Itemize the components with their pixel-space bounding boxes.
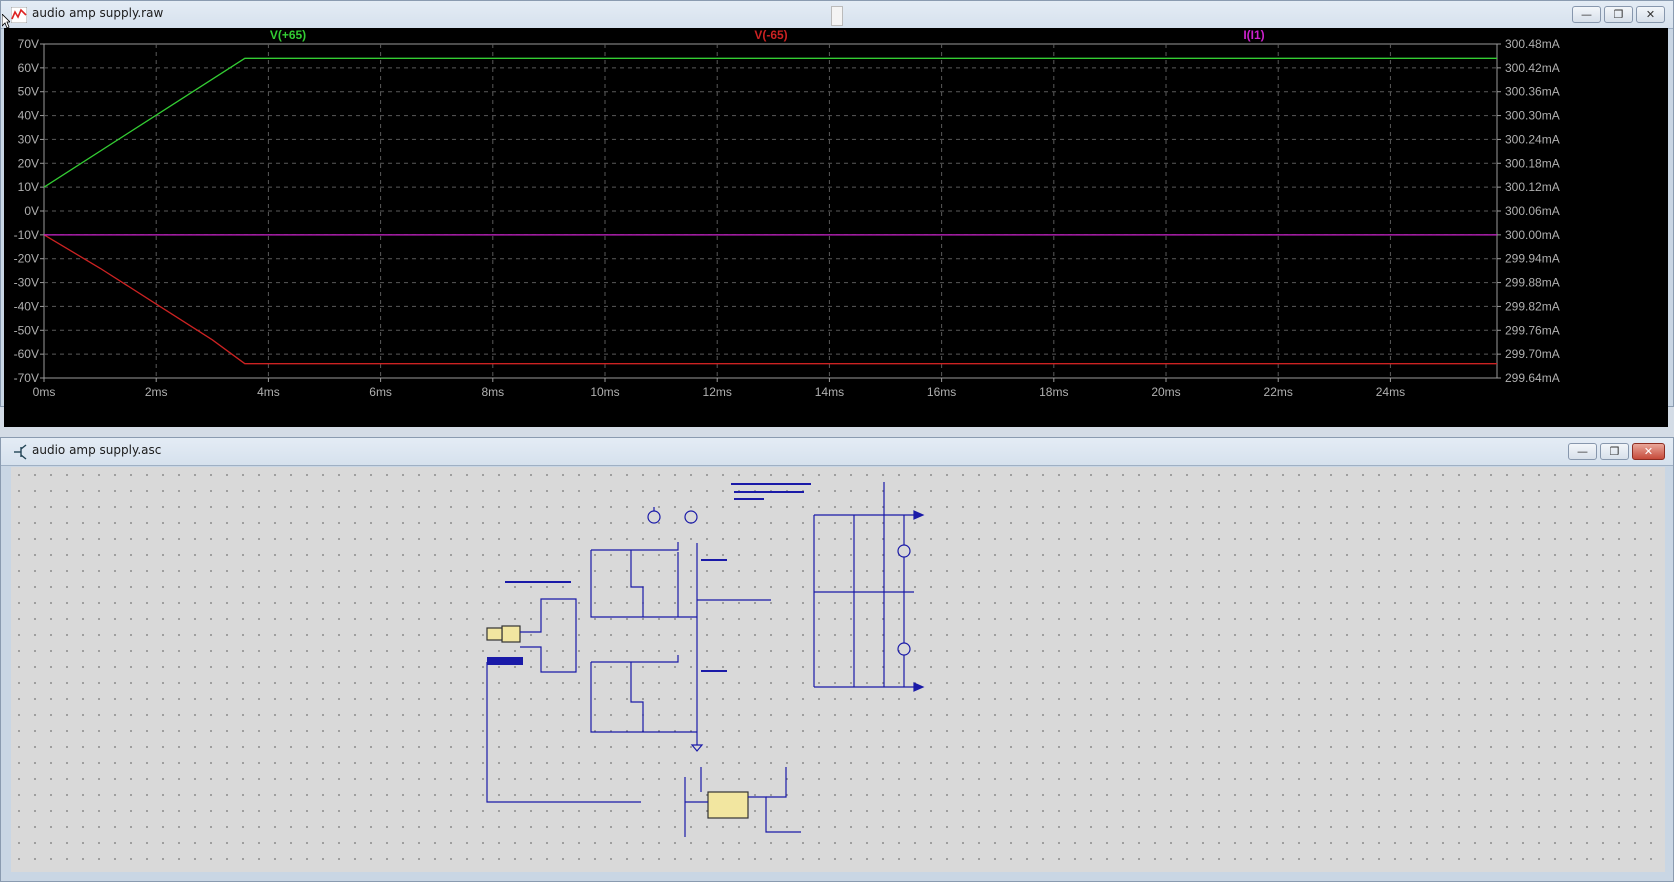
schematic-app-icon (14, 444, 27, 460)
y2-axis-tick-label: 299.76mA (1505, 323, 1560, 337)
y2-axis-tick-label: 300.12mA (1505, 180, 1560, 194)
y2-axis-tick-label: 299.94mA (1505, 252, 1560, 266)
y2-axis-tick-label: 300.18mA (1505, 156, 1560, 170)
y2-axis-tick-label: 299.70mA (1505, 347, 1560, 361)
y-axis-tick-label: -50V (14, 323, 39, 337)
x-axis-tick-label: 20ms (1151, 385, 1180, 399)
mouse-cursor-icon (2, 14, 10, 28)
schematic-net-tag[interactable] (487, 657, 523, 665)
schematic-canvas[interactable] (11, 467, 1665, 872)
restore-icon: ❐ (1613, 8, 1624, 21)
schematic-close-button[interactable]: ✕ (1632, 443, 1665, 460)
trace-label[interactable]: I(I1) (1243, 28, 1264, 42)
schematic-window: audio amp supply.asc — ❐ ✕ (0, 437, 1674, 882)
y2-axis-tick-label: 300.24mA (1505, 132, 1560, 146)
y-axis-tick-label: 20V (18, 156, 39, 170)
schematic-drawing[interactable] (11, 467, 1665, 872)
y-axis-tick-label: -70V (14, 371, 39, 385)
series-line-v-65[interactable] (43, 57, 1497, 188)
waveform-window: audio amp supply.raw — ❐ ✕ 70V 300.48mA 60… (0, 0, 1674, 427)
x-axis-tick-label: 6ms (369, 385, 392, 399)
x-axis-tick-label: 8ms (481, 385, 504, 399)
close-icon: ✕ (1645, 8, 1656, 21)
x-axis-tick-label: 18ms (1039, 385, 1068, 399)
close-button[interactable]: ✕ (1636, 6, 1665, 23)
minimize-icon: — (1581, 8, 1592, 21)
trace-label[interactable]: V(-65) (754, 28, 787, 42)
x-axis-tick-label: 4ms (257, 385, 280, 399)
waveform-window-title: audio amp supply.raw (32, 6, 164, 20)
y2-axis-tick-label: 300.00mA (1505, 228, 1560, 242)
title-drag-handle[interactable] (831, 6, 843, 26)
waveform-app-icon (11, 7, 27, 23)
y2-axis-tick-label: 300.06mA (1505, 204, 1560, 218)
y-axis-tick-label: -10V (14, 228, 39, 242)
x-axis-tick-label: 14ms (815, 385, 844, 399)
maximize-button[interactable]: ❐ (1604, 6, 1633, 23)
x-axis-tick-label: 10ms (590, 385, 619, 399)
y-axis-tick-label: -60V (14, 347, 39, 361)
y-axis-tick-label: 0V (24, 204, 39, 218)
schematic-maximize-button[interactable]: ❐ (1600, 443, 1629, 460)
y-axis-tick-label: -30V (14, 276, 39, 290)
y-axis-tick-label: -20V (14, 252, 39, 266)
y-axis-tick-label: -40V (14, 299, 39, 313)
waveform-plot-pane[interactable]: 70V 300.48mA 60V 300.42mA 50V 300.36mA 40V 300.… (4, 28, 1668, 427)
y2-axis-tick-label: 300.30mA (1505, 109, 1560, 123)
y-axis-tick-label: 50V (18, 85, 39, 99)
y-axis-tick-label: 30V (18, 132, 39, 146)
y-axis-tick-label: 40V (18, 109, 39, 123)
schematic-titlebar[interactable]: audio amp supply.asc — ❐ ✕ (1, 438, 1673, 466)
waveform-titlebar[interactable]: audio amp supply.raw — ❐ ✕ (1, 1, 1673, 29)
schematic-net-label[interactable] (486, 627, 503, 641)
minimize-button[interactable]: — (1572, 6, 1601, 23)
schematic-optocoupler[interactable] (707, 791, 749, 819)
x-axis-tick-label: 16ms (927, 385, 956, 399)
minimize-icon: — (1577, 445, 1588, 458)
schematic-minimize-button[interactable]: — (1568, 443, 1597, 460)
restore-icon: ❐ (1609, 445, 1620, 458)
series-line-v-65[interactable] (43, 234, 1497, 365)
y2-axis-tick-label: 299.82mA (1505, 299, 1560, 313)
close-icon: ✕ (1643, 445, 1654, 458)
y-axis-tick-label: 10V (18, 180, 39, 194)
waveform-chart[interactable]: 70V 300.48mA 60V 300.42mA 50V 300.36mA 40V 300.… (4, 28, 1668, 408)
x-axis-tick-label: 2ms (145, 385, 168, 399)
y-axis-tick-label: 60V (18, 61, 39, 75)
y2-axis-tick-label: 300.36mA (1505, 85, 1560, 99)
y2-axis-tick-label: 299.88mA (1505, 276, 1560, 290)
x-axis-tick-label: 0ms (33, 385, 56, 399)
y2-axis-tick-label: 300.42mA (1505, 61, 1560, 75)
y-axis-tick-label: 70V (18, 37, 39, 51)
x-axis-tick-label: 12ms (703, 385, 732, 399)
schematic-window-title: audio amp supply.asc (32, 443, 162, 457)
y2-axis-tick-label: 300.48mA (1505, 37, 1560, 51)
x-axis-tick-label: 22ms (1264, 385, 1293, 399)
x-axis-tick-label: 24ms (1376, 385, 1405, 399)
trace-label[interactable]: V(+65) (270, 28, 306, 42)
y2-axis-tick-label: 299.64mA (1505, 371, 1560, 385)
schematic-component-block[interactable] (501, 625, 521, 643)
